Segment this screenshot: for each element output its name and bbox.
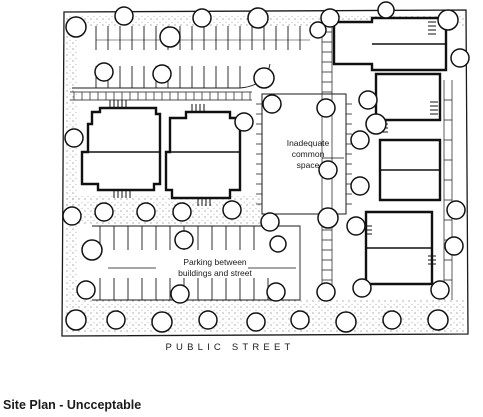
street-label: PUBLIC STREET <box>165 342 295 353</box>
building-divisions <box>82 43 446 249</box>
common-space-border-hatch <box>256 103 352 205</box>
building-stairs <box>109 21 438 265</box>
building-left-2 <box>164 110 242 200</box>
common-space-label-line2: common <box>291 149 325 159</box>
trees <box>62 1 470 333</box>
landscape-band-bottom <box>66 300 464 332</box>
parking-label-line2: buildings and street <box>178 268 252 278</box>
figure-caption: Site Plan - Uncceptable <box>3 398 142 412</box>
leader-lines <box>108 157 344 269</box>
building-left-1 <box>80 106 162 192</box>
parking-label: Parking between buildings and street <box>140 257 290 279</box>
common-space-label: Inadequate common space <box>262 138 354 171</box>
walkways <box>70 14 453 300</box>
landscape-band-left <box>66 26 78 300</box>
common-space-label-line1: Inadequate <box>286 138 330 148</box>
common-space-label-line3: space <box>296 160 320 170</box>
parking-label-line1: Parking between <box>183 257 247 267</box>
building-right-mid <box>374 72 442 122</box>
